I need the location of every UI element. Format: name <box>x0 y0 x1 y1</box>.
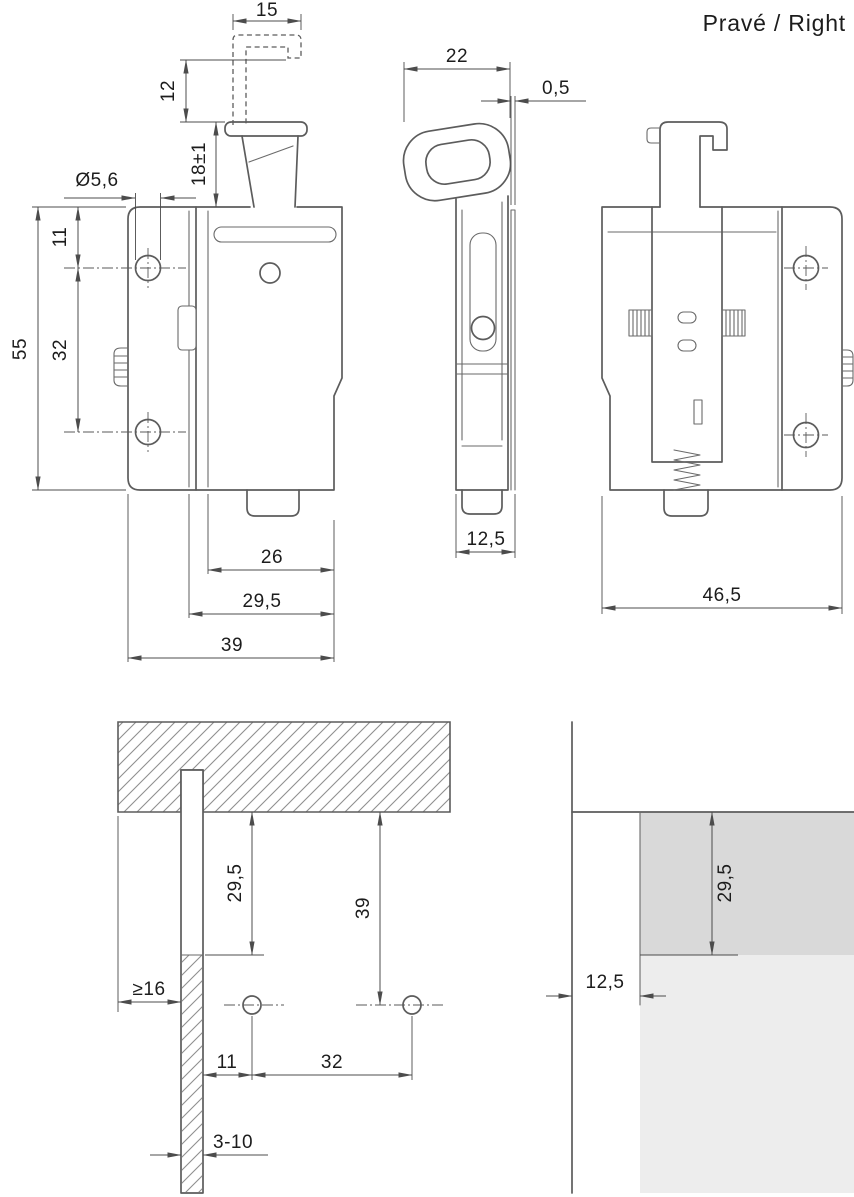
dim-front-hole-spacing: 32 <box>50 267 81 433</box>
side-slot <box>469 232 497 352</box>
side-bolt-head <box>470 315 496 341</box>
dim-label: 11 <box>50 227 71 248</box>
dim-install-side-latch-offset: 29,5 <box>709 811 736 956</box>
top-slot <box>213 226 337 243</box>
dim-front-top-width: 15 <box>232 0 302 30</box>
top-panel-section <box>117 721 451 813</box>
side-bolt-tip <box>461 489 503 515</box>
dim-label: 32 <box>321 1052 343 1073</box>
dim-install-side-setback: 12,5 <box>546 972 666 999</box>
front-view: 15 12 18±1 Ø5,6 11 32 55 <box>10 0 343 662</box>
dim-install-min-clearance: ≥16 <box>117 979 182 1005</box>
side-tab <box>177 305 197 351</box>
back-part-linework <box>601 121 854 517</box>
orientation-label: Pravé / Right <box>703 10 846 36</box>
front-part-linework <box>64 34 343 517</box>
dim-side-depth: 22 <box>403 46 511 122</box>
dim-label: 12 <box>158 80 179 102</box>
glass-door-hatch <box>182 955 202 1192</box>
side-part-linework <box>402 122 516 515</box>
housing-outline <box>195 206 343 491</box>
dim-label: ≥16 <box>132 979 165 1000</box>
dim-label: 3-10 <box>213 1132 253 1153</box>
dim-label: 26 <box>261 547 283 568</box>
door-plane-light <box>640 955 854 1193</box>
latch-extended-hidden-outline <box>232 34 302 125</box>
detent-window <box>693 399 703 425</box>
dim-label: 18±1 <box>189 142 210 186</box>
grip-clip <box>113 347 129 387</box>
dim-front-width-inner: 26 <box>207 494 335 574</box>
hook-nub <box>646 127 661 144</box>
dim-back-total-width: 46,5 <box>601 496 843 614</box>
latch-flange <box>224 121 308 137</box>
dim-label: 46,5 <box>703 585 742 606</box>
dim-label: 15 <box>256 0 278 21</box>
side-view: 22 0,5 12,5 <box>402 46 586 558</box>
dim-label: 29,5 <box>225 864 246 903</box>
dim-front-hook-opening: 12 <box>158 59 286 123</box>
mounting-plate-outline <box>781 206 843 491</box>
dim-install-hole-edge-offset: 11 <box>202 1052 253 1078</box>
dim-label: 29,5 <box>243 591 282 612</box>
dim-label: 12,5 <box>586 972 625 993</box>
dim-label: 55 <box>10 338 31 360</box>
housing-outline <box>601 206 783 491</box>
hole-centerlines <box>64 248 186 452</box>
spring <box>673 449 701 491</box>
dim-label: 39 <box>353 897 374 919</box>
latch-body-block <box>640 812 854 955</box>
dim-label: 22 <box>446 46 468 67</box>
latch-slot-bottom <box>677 339 697 352</box>
dim-install-door-thickness: 3-10 <box>150 1132 268 1158</box>
dim-label: 32 <box>50 339 71 361</box>
dim-label: 0,5 <box>542 78 570 99</box>
installation-side-diagram: 29,5 12,5 <box>546 721 854 1194</box>
dim-label: 39 <box>221 635 243 656</box>
dim-front-hole-top-offset: 11 <box>50 206 81 269</box>
dim-front-width-total: 39 <box>127 494 335 662</box>
pivot-hole <box>259 262 281 284</box>
hook-eye-outer <box>402 122 512 202</box>
dim-front-width-mid: 29,5 <box>188 494 335 618</box>
dim-install-hole-spacing: 32 <box>251 1052 413 1078</box>
bolt-tip <box>663 489 709 517</box>
drill-hole-markers <box>117 816 444 1080</box>
dim-label: Ø5,6 <box>75 170 118 191</box>
dim-label: 11 <box>217 1052 238 1073</box>
dim-front-latch-height: 18±1 <box>189 121 225 208</box>
dim-install-hole-row-offset: 39 <box>353 811 383 1006</box>
back-view: 46,5 <box>601 121 854 614</box>
dim-side-bottom-depth: 12,5 <box>455 494 516 558</box>
thin-plate-edge <box>510 209 516 491</box>
hook-eye-slot <box>425 138 491 186</box>
latch-arm <box>241 135 299 208</box>
dim-label: 12,5 <box>467 529 506 550</box>
bolt-tip <box>246 489 300 517</box>
hole-centerlines <box>784 246 828 457</box>
latch-slot-top <box>677 311 697 324</box>
latch-hook <box>659 121 728 208</box>
dim-front-hole-diameter: Ø5,6 <box>64 170 196 260</box>
grip-clip <box>841 349 854 387</box>
installation-front-diagram: 29,5 39 11 32 ≥16 3-10 <box>117 721 451 1194</box>
dim-side-plate-thickness: 0,5 <box>481 78 586 205</box>
dim-label: 29,5 <box>715 864 736 903</box>
dim-install-latch-offset: 29,5 <box>205 811 264 956</box>
side-body <box>455 195 509 491</box>
dim-front-total-height: 55 <box>10 206 126 491</box>
